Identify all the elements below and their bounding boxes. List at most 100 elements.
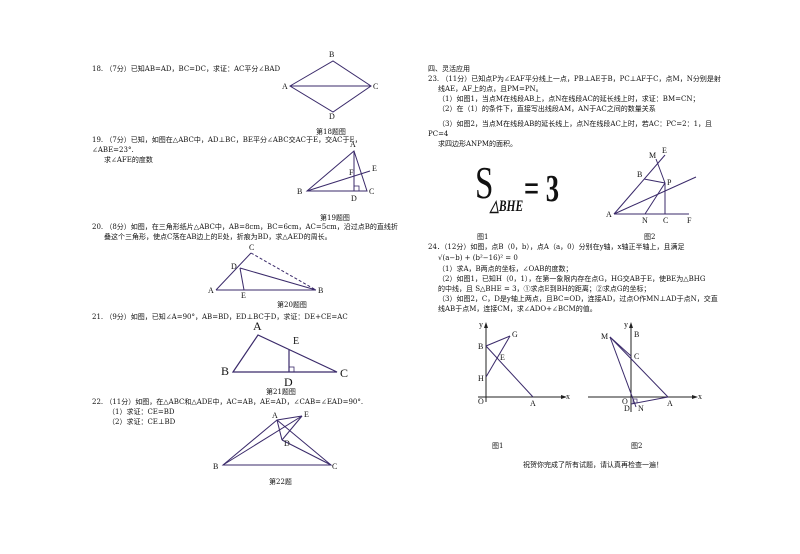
q21-label-b: B — [221, 364, 230, 378]
q24-fig1-label-x: x — [566, 392, 570, 401]
q19-label-e: E — [372, 164, 377, 173]
q22-label-a: A — [272, 411, 278, 420]
q19-line3: 求∠AFE的度数 — [104, 156, 153, 164]
q20-side-ac — [215, 252, 252, 291]
q23-line7: 求四边形ANPM的面积。 — [438, 140, 518, 148]
q23-label-c: C — [663, 216, 669, 225]
q19-triangle — [305, 150, 368, 192]
q24-line4: （2）如图1，已知H（0，1），在第一象限内存在点G，HG交AB于E，使BE为△… — [438, 275, 706, 283]
q23-formula-s: S — [475, 157, 494, 208]
q21-label-d: D — [284, 375, 293, 389]
q19-label-a: A — [350, 140, 356, 149]
q23-label-m: M — [649, 151, 657, 160]
q24-line2: √(a−b) + (b²−16)² = 0 — [438, 254, 518, 262]
q23-pm — [655, 158, 666, 184]
q20-label-c: C — [249, 243, 255, 252]
q24-fig2-label-n: N — [638, 404, 644, 413]
q20-label-b: B — [318, 286, 324, 295]
q24-line5: 的中线，且 S△BHE = 3，①求点E到BH的距离；②求点G的坐标； — [438, 285, 651, 293]
q23-line5: （3）如图2，当点M在线段AB的延长线上，点N在线段AC上时，若AC：PC=2：… — [438, 120, 713, 128]
q24-fig1-label-a: A — [530, 399, 536, 408]
q20-fold-bd — [239, 267, 317, 291]
q18-caption: 第18题图 — [316, 128, 346, 136]
q23-bisector — [613, 176, 697, 215]
q23-label-e: E — [662, 146, 667, 155]
q24-fig2-right-angle — [632, 398, 638, 404]
q19-line1: 19. （7分）已知，如图在△ABC中，AD⊥BC，BE平分∠ABC交AC于E，… — [92, 136, 362, 144]
q23-fig1-caption: 图1 — [477, 233, 489, 241]
q23-ray-ae — [613, 154, 666, 215]
q22-label-c: C — [332, 462, 338, 471]
q24-fig1-label-g: G — [512, 330, 518, 339]
q24-line3: （1）求A，B两点的坐标，∠OAB的度数； — [438, 265, 573, 273]
q23-line1: 23. （11分）已知点P为∠EAF平分线上一点，PB⊥AE于B，PC⊥AF于C… — [428, 75, 721, 83]
q22-bd — [281, 439, 332, 466]
q23-pb — [643, 178, 666, 184]
q24-fig1-label-o: O — [478, 397, 484, 406]
q20-de — [239, 267, 245, 291]
q20-line1: 20. （8分）如图，在三角形纸片△ABC中，AB=8cm，BC=6cm，AC=… — [92, 223, 398, 231]
q21-caption: 第21题图 — [266, 388, 296, 396]
q24-fig1-label-y: y — [479, 320, 483, 329]
q24-fig2-caption: 图2 — [631, 442, 643, 450]
q19-label-c: C — [369, 187, 375, 196]
q24-line7: 线AB于点M，连接CM，求∠ADO+∠BCM的值。 — [438, 305, 597, 313]
q18-text: 18. （7分）已知AB=AD，BC=DC，求证：AC平分∠BAD — [92, 65, 281, 73]
q24-fig1-label-b: B — [478, 342, 484, 351]
q21-label-e: E — [293, 336, 300, 347]
q19-caption: 第19题图 — [320, 214, 350, 222]
q19-bisector — [306, 170, 371, 192]
q22-line1: 22. （11分）如图，在△ABC和△ADE中，AC=AB，AE=AD，∠CAB… — [92, 398, 364, 406]
q18-label-b: B — [329, 50, 335, 59]
q19-line2: ∠ABE=23°. — [92, 146, 134, 154]
q20-label-e: E — [241, 291, 246, 300]
q24-fig1-bg — [485, 335, 511, 347]
q24-fig2-mn — [609, 336, 637, 408]
q22-ce — [222, 415, 303, 466]
q18-label-c: C — [373, 82, 379, 91]
q20-line2: 叠这个三角形，使点C落在AB边上的E处，折痕为BD，求△AED的周长。 — [104, 233, 332, 241]
q24-fig1-caption: 图1 — [492, 442, 504, 450]
q24-fig2-ab-line — [609, 336, 669, 398]
q23-label-f: F — [687, 216, 692, 225]
q23-label-n: N — [642, 216, 648, 225]
q19-right-angle — [353, 185, 360, 192]
q22-de — [281, 415, 303, 441]
q21-triangle — [231, 334, 338, 373]
q24-fig2-label-o: O — [622, 397, 628, 406]
q23-pn — [644, 182, 666, 215]
q23-label-b: B — [637, 170, 643, 179]
q22-label-b: B — [213, 462, 219, 471]
q24-fig2-label-b: B — [634, 330, 640, 339]
q23-fig2-caption: 图2 — [644, 233, 656, 241]
q22-caption: 第22题 — [269, 478, 292, 486]
q23-label-a: A — [606, 210, 612, 219]
q24-fig2-label-a: A — [667, 399, 673, 408]
q23-formula-eq: = 3 — [524, 168, 560, 210]
q19-label-b: B — [297, 187, 303, 196]
q22-label-d: D — [284, 439, 290, 448]
q23-line6: PC=4 — [428, 130, 449, 138]
q21-label-a: A — [253, 319, 262, 333]
q24-fig2-label-y: y — [624, 320, 628, 329]
q18-label-a: A — [282, 82, 288, 91]
q19-label-f: F — [349, 168, 354, 177]
q24-line6: （3）如图2，C，D是y轴上两点，且BC=OD，连接AD，过点O作MN⊥AD于点… — [438, 295, 718, 303]
q24-fig2-label-c: C — [634, 352, 640, 361]
q22-triangle-abc — [221, 419, 333, 466]
q24-fig2-label-m: M — [601, 332, 609, 341]
q22-ae — [276, 415, 303, 421]
q21-text: 21. （9分）如图，已知∠A=90°，AB=BD，ED⊥BC于D，求证：DE+… — [92, 313, 348, 321]
q22-line3: （2）求证：CE⊥BD — [108, 418, 176, 426]
q24-fig1-label-e: E — [500, 353, 505, 362]
q21-label-c: C — [340, 366, 349, 380]
q20-caption: 第20题图 — [277, 301, 307, 309]
q24-fig1-hg — [485, 335, 511, 378]
